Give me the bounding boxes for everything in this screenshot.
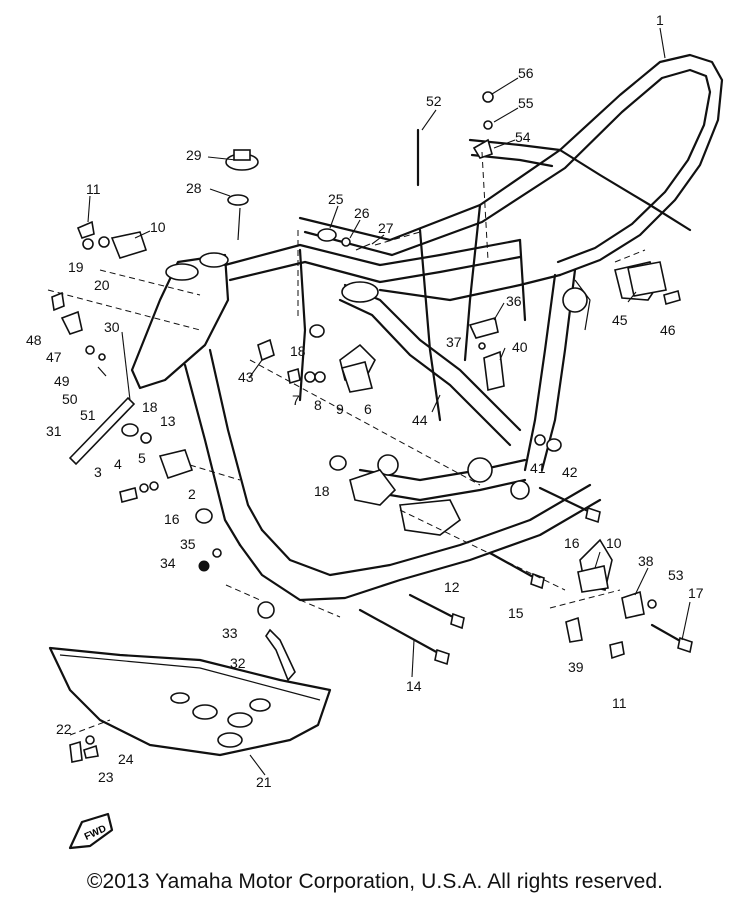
callout-21: 21 bbox=[256, 774, 272, 790]
callout-20: 20 bbox=[94, 277, 110, 293]
callout-46: 46 bbox=[660, 322, 676, 338]
callout-37: 37 bbox=[446, 334, 462, 350]
callout-53: 53 bbox=[668, 567, 684, 583]
callout-17: 17 bbox=[688, 585, 704, 601]
callout-44: 44 bbox=[412, 412, 428, 428]
callouts: 1 29 28 11 10 19 20 48 47 30 49 50 51 31… bbox=[26, 12, 704, 790]
callout-40: 40 bbox=[512, 339, 528, 355]
callout-22: 22 bbox=[56, 721, 72, 737]
callout-47: 47 bbox=[46, 349, 62, 365]
callout-9: 9 bbox=[336, 401, 344, 417]
callout-4: 4 bbox=[114, 456, 122, 472]
callout-2: 2 bbox=[188, 486, 196, 502]
callout-15: 15 bbox=[508, 605, 524, 621]
callout-13: 13 bbox=[160, 413, 176, 429]
callout-11: 11 bbox=[86, 181, 101, 197]
callout-28: 28 bbox=[186, 180, 202, 196]
callout-36: 36 bbox=[506, 293, 522, 309]
callout-45: 45 bbox=[612, 312, 628, 328]
callout-32: 32 bbox=[230, 655, 246, 671]
frame-assembly bbox=[130, 53, 724, 602]
callout-38: 38 bbox=[638, 553, 654, 569]
callout-50: 50 bbox=[62, 391, 78, 407]
callout-34: 34 bbox=[160, 555, 176, 571]
callout-3: 3 bbox=[94, 464, 102, 480]
callout-54: 54 bbox=[515, 129, 531, 145]
callout-8: 8 bbox=[314, 397, 322, 413]
callout-18c: 18 bbox=[314, 483, 330, 499]
callout-25: 25 bbox=[328, 191, 344, 207]
callout-51: 51 bbox=[80, 407, 96, 423]
callout-49: 49 bbox=[54, 373, 70, 389]
callout-52: 52 bbox=[426, 93, 442, 109]
callout-43: 43 bbox=[238, 369, 254, 385]
callout-12: 12 bbox=[444, 579, 460, 595]
callout-10b: 10 bbox=[606, 535, 622, 551]
callout-48: 48 bbox=[26, 332, 42, 348]
callout-18: 18 bbox=[142, 399, 158, 415]
callout-55: 55 bbox=[518, 95, 534, 111]
callout-30: 30 bbox=[104, 319, 120, 335]
callout-1: 1 bbox=[656, 12, 664, 28]
leader-lines bbox=[87, 27, 691, 776]
callout-56: 56 bbox=[518, 65, 534, 81]
small-parts bbox=[51, 91, 693, 763]
callout-39: 39 bbox=[568, 659, 584, 675]
callout-42: 42 bbox=[562, 464, 578, 480]
callout-26: 26 bbox=[354, 205, 370, 221]
callout-11b: 11 bbox=[612, 695, 627, 711]
callout-6: 6 bbox=[364, 401, 372, 417]
callout-33: 33 bbox=[222, 625, 238, 641]
callout-35: 35 bbox=[180, 536, 196, 552]
callout-7: 7 bbox=[292, 392, 300, 408]
callout-16b: 16 bbox=[564, 535, 580, 551]
callout-31: 31 bbox=[46, 423, 62, 439]
callout-29: 29 bbox=[186, 147, 202, 163]
callout-16: 16 bbox=[164, 511, 180, 527]
copyright-notice: ©2013 Yamaha Motor Corporation, U.S.A. A… bbox=[86, 870, 664, 893]
callout-10: 10 bbox=[150, 219, 166, 235]
callout-27: 27 bbox=[378, 220, 394, 236]
callout-18b: 18 bbox=[290, 343, 306, 359]
callout-23: 23 bbox=[98, 769, 114, 785]
callout-19: 19 bbox=[68, 259, 84, 275]
callout-41: 41 bbox=[530, 460, 546, 476]
callout-14: 14 bbox=[406, 678, 422, 694]
fwd-label: FWD bbox=[83, 823, 108, 843]
skid-plate bbox=[48, 646, 332, 757]
dashed-reference-lines bbox=[47, 151, 646, 736]
fwd-arrow: FWD bbox=[68, 812, 114, 850]
callout-24: 24 bbox=[118, 751, 134, 767]
callout-5: 5 bbox=[138, 450, 146, 466]
